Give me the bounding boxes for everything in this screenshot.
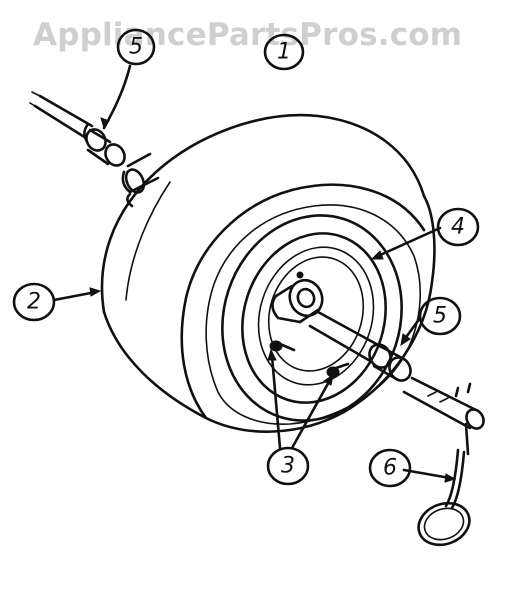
tire [100, 113, 436, 433]
callout-label-1: 1 [277, 40, 291, 65]
spacer-bushing [368, 342, 412, 382]
callout-5: 5 [418, 296, 462, 336]
callout-label-5-top: 5 [129, 35, 143, 60]
callout-3: 3 [266, 446, 310, 486]
axle-end [402, 376, 485, 430]
callout-label-3: 3 [281, 454, 295, 479]
leader-lines [52, 64, 457, 483]
hairpin-cotter [417, 422, 471, 547]
watermark-text: AppliancePartsPros.com [33, 17, 462, 53]
callout-label-4: 4 [451, 215, 465, 240]
wheel-rim [221, 214, 403, 422]
callout-label-2: 2 [27, 290, 41, 315]
spacer-bushing-top [85, 128, 126, 167]
callout-6: 6 [368, 448, 412, 488]
callout-label-5: 5 [433, 304, 447, 329]
callout-1: 1 [263, 33, 305, 71]
axle-right [308, 310, 382, 364]
callout-5-top: 5 [116, 28, 156, 66]
callout-4: 4 [436, 207, 480, 247]
axle-left [29, 91, 94, 142]
callout-2: 2 [12, 282, 56, 322]
callout-label-6: 6 [383, 456, 397, 481]
hub-boss-rear [121, 152, 160, 208]
hub-center [271, 271, 324, 324]
